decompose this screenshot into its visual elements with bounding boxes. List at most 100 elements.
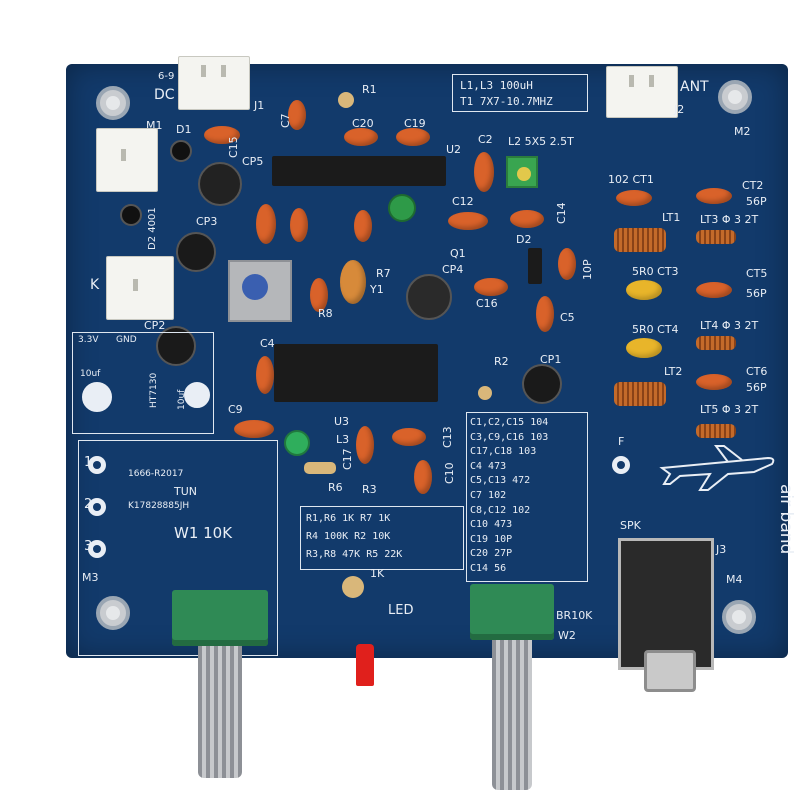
- label-lt3: LT3 Φ 3 2T: [700, 213, 759, 226]
- resistor-r1: [338, 92, 354, 108]
- pad-2: [88, 498, 106, 516]
- cap-cp3: [176, 232, 216, 272]
- label-lt4: LT4 Φ 3 2T: [700, 319, 759, 332]
- coil-lt1: [614, 228, 666, 252]
- label-lt1: LT1: [662, 211, 681, 224]
- label-r3: R3: [362, 483, 377, 496]
- spec-t1: T1 7X7-10.7MHZ: [460, 95, 553, 108]
- transistor-green: [388, 194, 416, 222]
- label-c4: C4: [260, 337, 275, 350]
- cap-c19: [396, 128, 430, 146]
- label-c2: C2: [478, 133, 493, 146]
- connector-k: [106, 256, 174, 320]
- regulator-box: [72, 332, 214, 434]
- cap-c12: [448, 212, 488, 230]
- label-m2: M2: [734, 125, 751, 138]
- w1-label: W1 10K: [174, 524, 233, 542]
- cap-cp1: [522, 364, 562, 404]
- pad-3: [88, 540, 106, 558]
- label-m4: M4: [726, 573, 743, 586]
- label-cp4: CP4: [442, 263, 464, 276]
- label-c16: C16: [476, 297, 498, 310]
- label-r1: R1: [362, 83, 377, 96]
- diode-d2b: [528, 248, 542, 284]
- diode-d1: [170, 140, 192, 162]
- mounting-hole-m2: [718, 80, 752, 114]
- label-ct1: 102 CT1: [608, 173, 654, 186]
- label-w2: W2: [558, 629, 576, 642]
- cap-c1: [310, 278, 328, 312]
- capacitor-table: [466, 412, 588, 582]
- resistor-table: [300, 506, 464, 570]
- tuning-box: [78, 440, 278, 656]
- label-cp1: CP1: [540, 353, 562, 366]
- label-cp5: CP5: [242, 155, 264, 168]
- capacitor-table-row: C7 102: [470, 490, 507, 501]
- pad-f: [612, 456, 630, 474]
- label-j2: J2: [674, 103, 685, 116]
- capacitor-table-row: C5,C13 472: [470, 475, 531, 487]
- label-lt5: LT5 Φ 3 2T: [700, 403, 759, 416]
- label-56p-1: 56P: [746, 195, 767, 208]
- label-c19: C19: [404, 117, 426, 130]
- cap-c16: [474, 278, 508, 296]
- label-lt2: LT2: [664, 365, 683, 378]
- dc-label: DC: [154, 87, 175, 103]
- label-c14: C14: [555, 202, 568, 224]
- label-d2b: D2: [516, 233, 532, 246]
- cap-ct6: [696, 374, 732, 390]
- label-br10k: BR10K: [556, 609, 593, 622]
- resistor-table-row: R4 100K R2 10K: [306, 531, 391, 542]
- label-56p-3: 56P: [746, 381, 767, 394]
- label-spk: SPK: [620, 519, 641, 532]
- cap-c10: [414, 460, 432, 494]
- capacitor-table-row: C19 10P: [470, 533, 513, 545]
- cap-ct1: [616, 190, 652, 206]
- cap-c5: [536, 296, 554, 332]
- cap-cp5: [198, 162, 242, 206]
- mounting-hole-m4: [722, 600, 756, 634]
- coil-lt2: [614, 382, 666, 406]
- pad-1: [88, 456, 106, 474]
- cap-c7: [288, 100, 306, 130]
- cap-c2: [474, 152, 494, 192]
- cap-ct2: [696, 188, 732, 204]
- mounting-hole-m3: [96, 596, 130, 630]
- label-led: LED: [388, 603, 414, 618]
- antenna-connector-j2: [606, 66, 678, 118]
- label-c5: C5: [560, 311, 575, 324]
- label-c20: C20: [352, 117, 374, 130]
- tun-label: TUN: [174, 485, 197, 498]
- label-gnd: GND: [116, 335, 137, 345]
- dc-voltage-label: 6-9: [158, 71, 175, 82]
- cap-c4: [256, 356, 274, 394]
- label-10p: 10P: [581, 259, 594, 280]
- cap-ct5: [696, 282, 732, 298]
- capacitor-table-row: C8,C12 102: [470, 504, 531, 516]
- label-ct4: 5R0 CT4: [632, 323, 679, 336]
- coil-lt5: [696, 424, 736, 438]
- label-c15: C15: [227, 136, 240, 158]
- cap-10p: [558, 248, 576, 280]
- cap-ct3: [626, 280, 662, 300]
- cap-left-mid-2: [290, 208, 308, 242]
- label-led-res: 1K: [370, 567, 385, 580]
- label-l3: L3: [336, 433, 350, 446]
- capacitor-table-row: C17,C18 103: [470, 446, 537, 458]
- resistor-r6: [304, 462, 336, 474]
- board-code: 1666-R2017: [128, 469, 184, 479]
- cap-c20: [344, 128, 378, 146]
- label-ct6: CT6: [746, 365, 768, 378]
- label-r8: R8: [318, 307, 333, 320]
- label-c12: C12: [452, 195, 474, 208]
- spec-box: [452, 74, 588, 112]
- crystal-y1: [340, 260, 366, 304]
- cap-c9: [234, 420, 274, 438]
- airplane-icon: [659, 445, 775, 491]
- coil-lt3: [696, 230, 736, 244]
- capacitor-table-row: C20 27P: [470, 548, 513, 560]
- potentiometer-w2[interactable]: [470, 584, 554, 796]
- potentiometer-w1[interactable]: [172, 590, 268, 790]
- label-y1: Y1: [370, 283, 384, 296]
- label-u2: U2: [446, 143, 462, 156]
